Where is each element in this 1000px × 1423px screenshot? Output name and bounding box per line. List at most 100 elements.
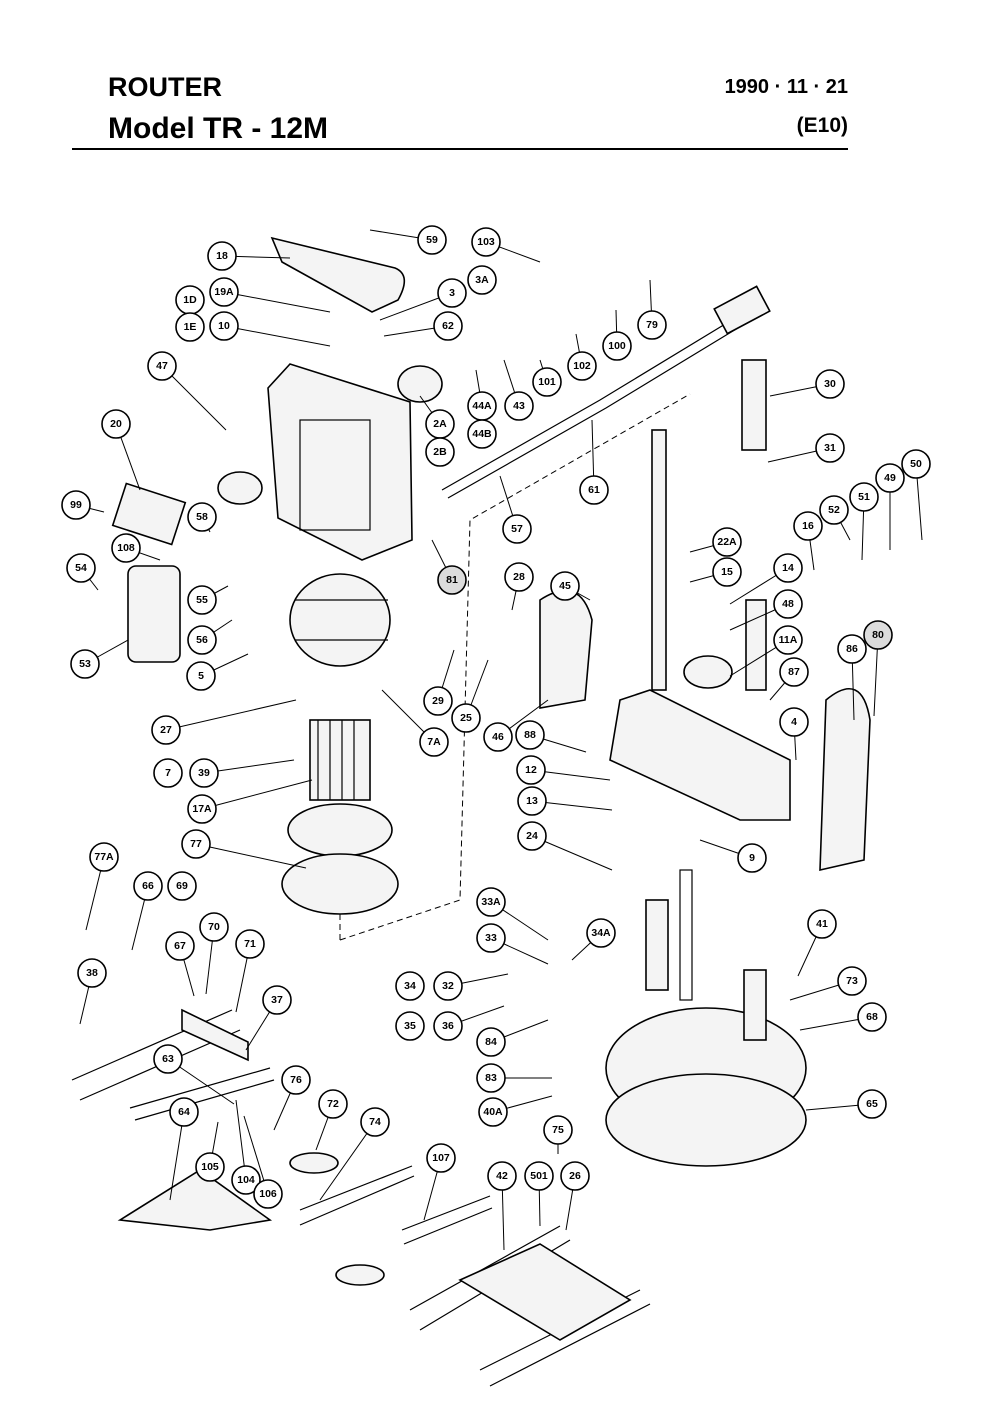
callout-number: 4 [791,716,797,728]
callout-number: 67 [174,940,186,952]
callout-number: 36 [442,1020,454,1032]
callout-number: 33 [485,932,497,944]
callout-circle [487,1161,517,1191]
callout-circle [837,634,867,664]
callout-circle [793,511,823,541]
callout-47: 47 [147,351,177,381]
callout-number: 31 [824,442,836,454]
callout-circle [77,958,107,988]
callout-circle [467,419,497,449]
callout-number: 51 [858,491,870,503]
callout-circle [151,715,181,745]
callout-circle [318,1089,348,1119]
callout-number: 56 [196,634,208,646]
callout-circle [773,625,803,655]
trammel-part [117,1169,273,1231]
side-cover-part [127,565,181,663]
callout-circle [476,1063,506,1093]
callout-circle [773,589,803,619]
callout-circle [637,310,667,340]
callout-34: 34 [395,971,425,1001]
callout-number: 61 [588,484,600,496]
callout-circle [433,311,463,341]
armature-part [309,719,371,801]
callout-number: 1D [183,294,197,306]
callout-number: 2A [433,418,447,430]
callout-7: 7 [153,758,183,788]
motor-housing-part [267,363,413,561]
callout-number: 46 [492,731,504,743]
callout-33: 33 [476,923,506,953]
callout-circle [819,495,849,525]
part-drawings [71,236,871,1387]
callout-number: 106 [259,1188,277,1200]
power-cord-edge [447,319,752,499]
callout-circle [586,918,616,948]
callout-number: 32 [442,980,454,992]
leader-line-39 [203,759,295,774]
callout-number: 63 [162,1053,174,1065]
plug-part [713,285,771,335]
callout-circle [61,490,91,520]
callout-circle [89,842,119,872]
lower-column-b [743,969,767,1041]
callout-circle [532,367,562,397]
callout-circle [476,887,506,917]
callout-32: 32 [433,971,463,1001]
callout-19a: 19A [209,277,239,307]
callout-circle [837,966,867,996]
stator-lines [295,599,388,641]
callout-circle [433,971,463,1001]
callout-circle [863,620,893,650]
callout-25: 25 [451,703,481,733]
callout-number: 37 [271,994,283,1006]
callout-number: 58 [196,511,208,523]
callout-number: 33A [481,896,501,908]
callout-number: 12 [525,764,537,776]
callout-58: 58 [187,502,217,532]
callout-circle [602,331,632,361]
callout-number: 501 [530,1170,548,1182]
callout-number: 27 [160,724,172,736]
callout-circle [579,475,609,505]
callout-number: 68 [866,1011,878,1023]
leader-line-27 [165,699,297,731]
callout-number: 102 [573,360,591,372]
callout-27: 27 [151,715,181,745]
callout-circle [502,514,532,544]
callout-number: 52 [828,504,840,516]
callout-108: 108 [111,533,141,563]
callout-circle [395,1011,425,1041]
callout-54: 54 [66,553,96,583]
callout-circle [195,1152,225,1182]
callout-number: 105 [201,1161,219,1173]
callout-circle [147,351,177,381]
callout-3: 3 [437,278,467,308]
document-title: ROUTER [108,72,222,102]
callout-circle [437,565,467,595]
callout-number: 38 [86,967,98,979]
callout-number: 43 [513,400,525,412]
callout-number: 29 [432,695,444,707]
callout-3a: 3A [467,265,497,295]
washer-501 [335,1264,385,1286]
callout-103: 103 [471,227,501,257]
callout-38: 38 [77,958,107,988]
callout-number: 55 [196,594,208,606]
callout-number: 40A [483,1106,503,1118]
callout-52: 52 [819,495,849,525]
callout-circle [189,758,219,788]
callout-number: 81 [446,574,458,586]
callout-36: 36 [433,1011,463,1041]
callout-12: 12 [516,755,546,785]
callout-105: 105 [195,1152,225,1182]
callout-13: 13 [517,786,547,816]
callout-79: 79 [637,310,667,340]
callout-circle [360,1107,390,1137]
callout-number: 54 [75,562,87,574]
callout-41: 41 [807,909,837,939]
callout-number: 57 [511,523,523,535]
callout-circle [425,437,455,467]
callout-number: 3A [475,274,489,286]
callout-number: 86 [846,643,858,655]
